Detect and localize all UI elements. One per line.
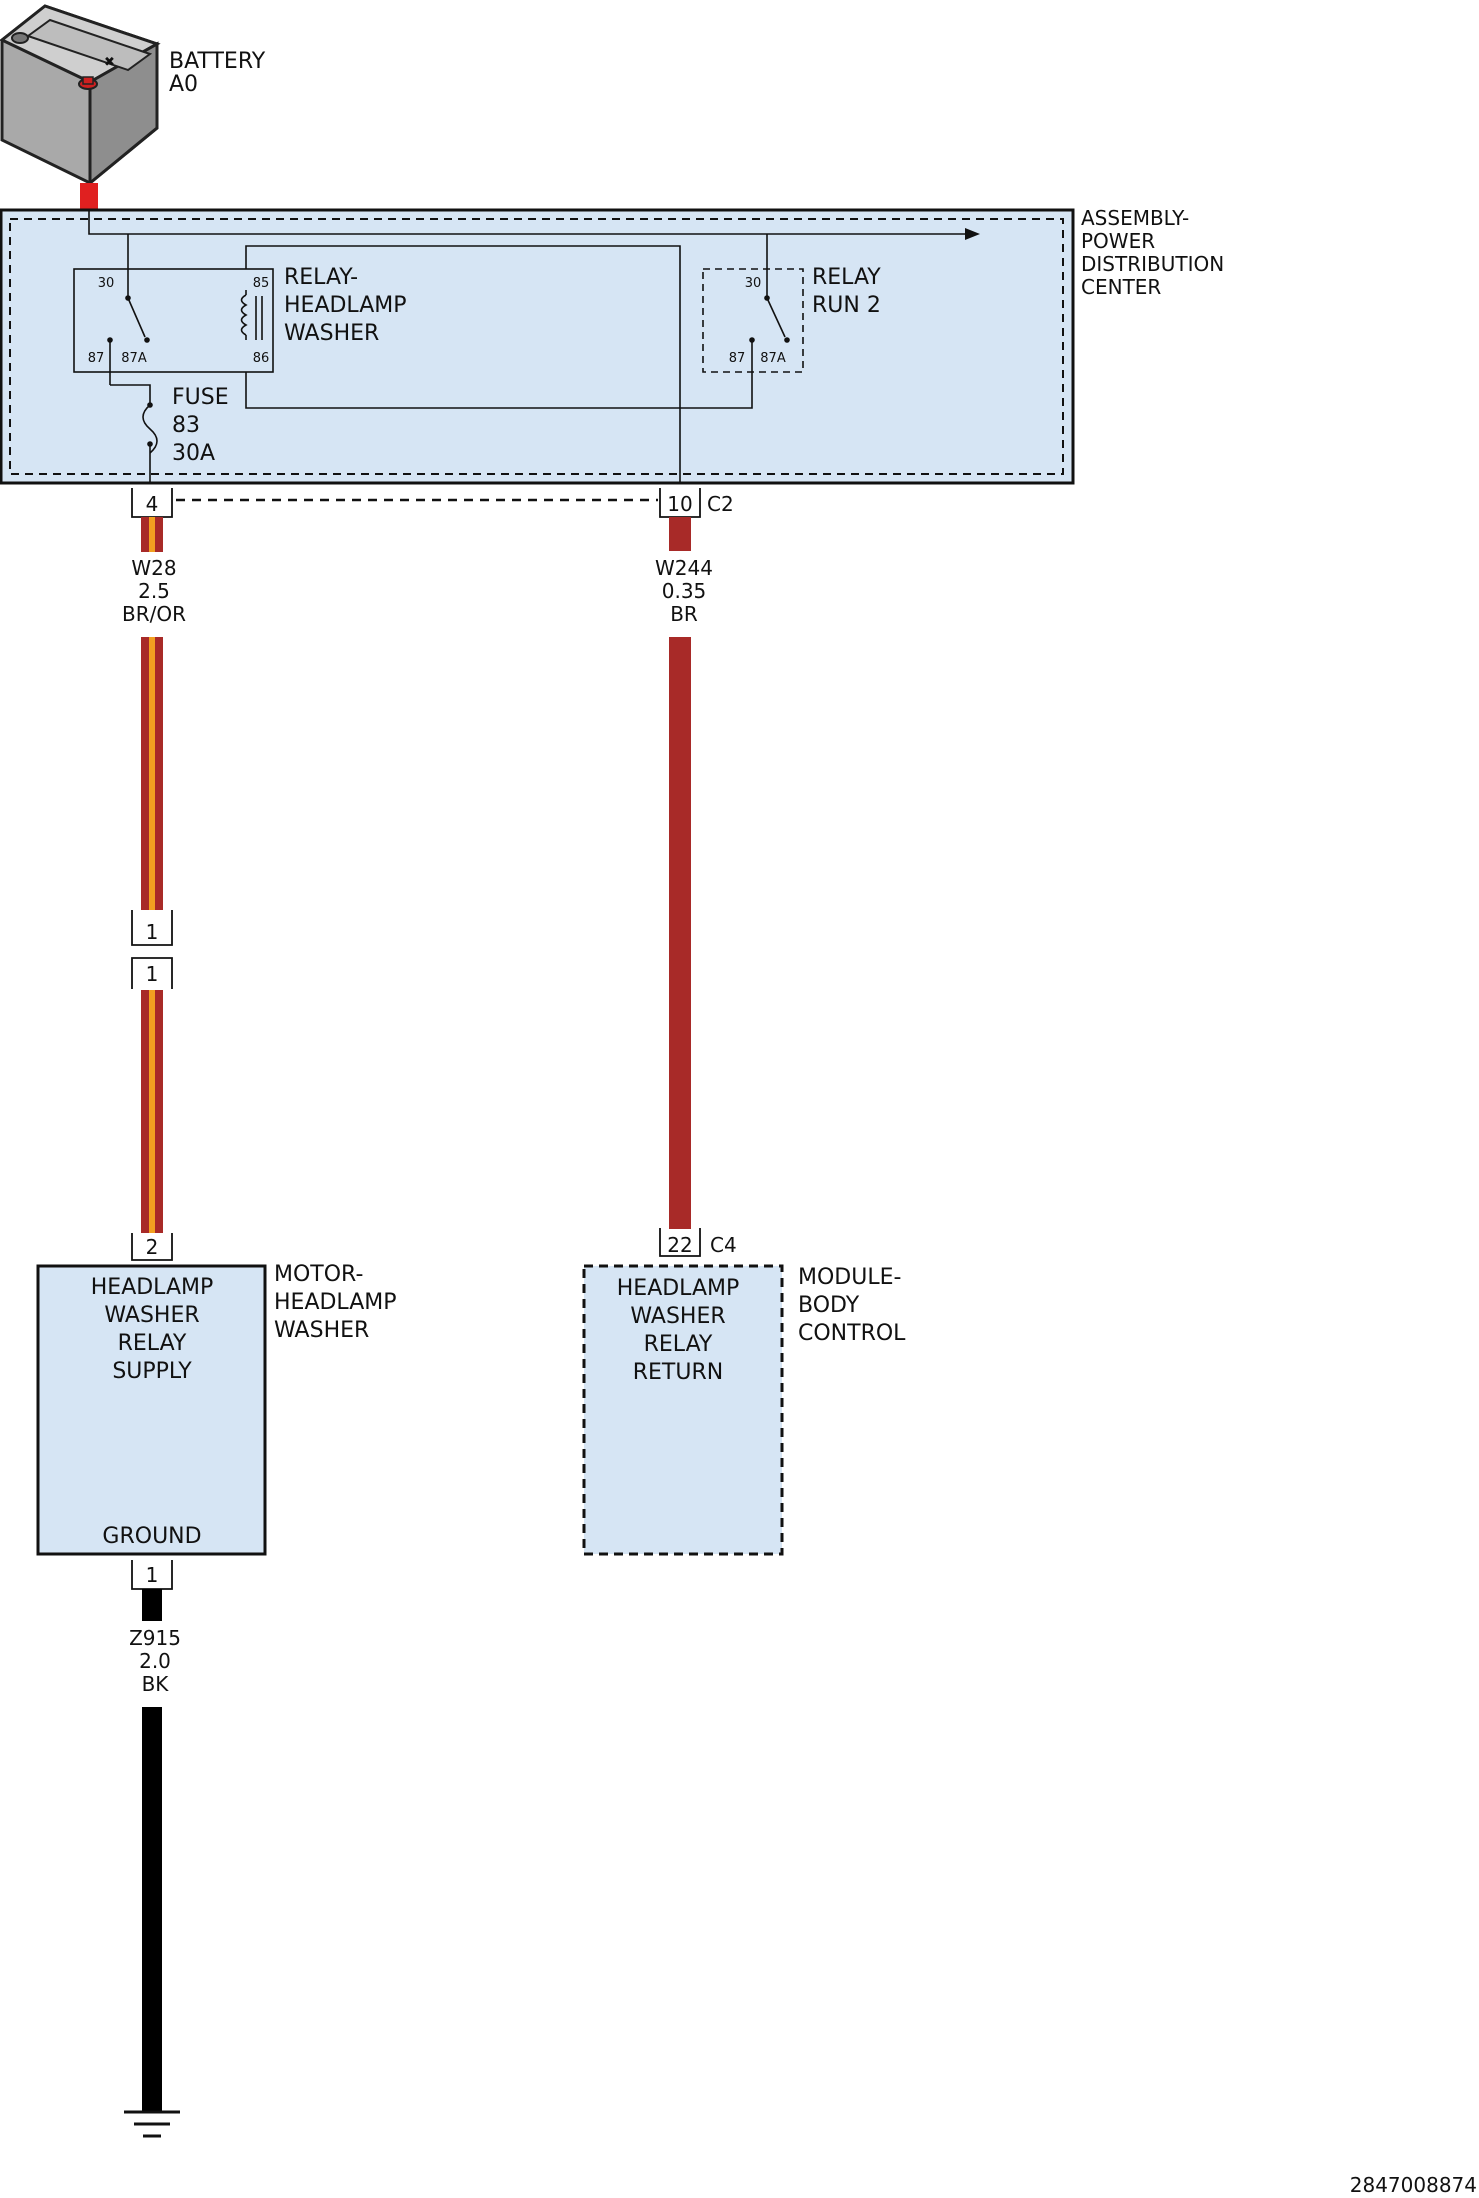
relay-control-wiring	[245, 245, 753, 483]
relay-run2-pin87a: 87A	[760, 351, 786, 366]
battery-bus-line	[88, 210, 980, 298]
motor-title-3: WASHER	[274, 1318, 369, 1343]
wire-z915	[142, 1589, 162, 2112]
wire-z915-gauge: 2.0	[139, 1649, 171, 1673]
battery-icon: ✖	[0, 4, 161, 187]
pdc-title-1: ASSEMBLY-	[1081, 206, 1189, 230]
pdc-inner-dashed	[9, 218, 1064, 475]
relay-washer-coil-icon	[240, 290, 263, 340]
bcm-pin-22: 22	[667, 1233, 692, 1257]
relay-washer-title-1: RELAY-	[284, 265, 358, 290]
battery-name: BATTERY	[169, 49, 266, 74]
relay-washer-pin85: 85	[253, 276, 270, 291]
relay-washer-pin86: 86	[253, 351, 270, 366]
bcm-title-3: CONTROL	[798, 1321, 906, 1346]
motor-title-1: MOTOR-	[274, 1262, 363, 1287]
svg-text:✖: ✖	[104, 55, 115, 70]
relay-washer-pin87: 87	[88, 351, 105, 366]
relay-run2-box	[702, 268, 804, 373]
wire-w244-gauge: 0.35	[662, 579, 707, 603]
motor-connector-top	[131, 1233, 173, 1261]
motor-pin-line-2: WASHER	[104, 1303, 199, 1328]
inline-pin-lower: 1	[146, 962, 159, 986]
pdc-pin-10: 10	[667, 492, 692, 516]
pdc-pin-4: 4	[146, 492, 159, 516]
relay-run2-pin87: 87	[729, 351, 746, 366]
bcm-connector-label: C4	[710, 1233, 737, 1257]
relay-run2-title-2: RUN 2	[812, 293, 881, 318]
motor-ground-label: GROUND	[102, 1524, 201, 1549]
pdc-box	[0, 208, 1075, 485]
inline-connector	[131, 910, 173, 989]
bcm-box	[582, 1264, 784, 1556]
wire-w244-id: W244	[655, 556, 713, 580]
relay-washer-switch-icon	[107, 295, 151, 405]
relay-washer-pin30: 30	[98, 276, 115, 291]
wire-w28-color: BR/OR	[122, 602, 186, 626]
motor-title-2: HEADLAMP	[274, 1290, 397, 1315]
relay-run2-title-1: RELAY	[812, 265, 881, 290]
battery-cable	[80, 183, 98, 210]
relay-washer-pin87a: 87A	[121, 351, 147, 366]
pdc-connector-label: C2	[707, 492, 734, 516]
bcm-pin-line-3: RELAY	[644, 1332, 713, 1357]
fuse-label-2: 83	[172, 413, 200, 438]
pdc-title-2: POWER	[1081, 229, 1155, 253]
wire-w28	[141, 517, 163, 1233]
wire-z915-id: Z915	[129, 1626, 181, 1650]
wire-z915-color: BK	[142, 1672, 170, 1696]
relay-washer-title-3: WASHER	[284, 321, 379, 346]
bcm-pin-line-1: HEADLAMP	[617, 1276, 740, 1301]
relay-run2-switch-icon	[749, 295, 790, 343]
wire-w244-color: BR	[670, 602, 698, 626]
pdc-title-4: CENTER	[1081, 275, 1161, 299]
fuse-label-3: 30A	[172, 441, 215, 466]
fuse-label-1: FUSE	[172, 385, 229, 410]
bcm-pin-line-2: WASHER	[630, 1304, 725, 1329]
bcm-connector	[659, 1228, 701, 1257]
bcm-title-2: BODY	[798, 1293, 860, 1318]
motor-pin-line-1: HEADLAMP	[91, 1275, 214, 1300]
pdc-title-3: DISTRIBUTION	[1081, 252, 1224, 276]
motor-ground-pin: 1	[146, 1563, 159, 1587]
wire-w244	[669, 517, 691, 1229]
motor-pin-line-4: SUPPLY	[112, 1359, 192, 1384]
motor-pin-line-3: RELAY	[118, 1331, 187, 1356]
pdc-connector-c2	[131, 488, 701, 518]
bcm-title-1: MODULE-	[798, 1265, 901, 1290]
relay-washer-title-2: HEADLAMP	[284, 293, 407, 318]
relay-washer-box	[73, 268, 274, 373]
fuse-icon	[142, 402, 158, 483]
bcm-pin-line-4: RETURN	[633, 1360, 723, 1385]
ground-icon	[124, 2110, 180, 2138]
wire-w28-id: W28	[131, 556, 176, 580]
motor-pin-2: 2	[146, 1235, 159, 1259]
battery-id: A0	[169, 72, 198, 97]
wire-w28-gauge: 2.5	[138, 579, 170, 603]
relay-run2-pin30: 30	[745, 276, 762, 291]
motor-box	[36, 1264, 267, 1556]
inline-pin-upper: 1	[146, 920, 159, 944]
diagram-id: 2847008874	[1350, 2173, 1477, 2197]
